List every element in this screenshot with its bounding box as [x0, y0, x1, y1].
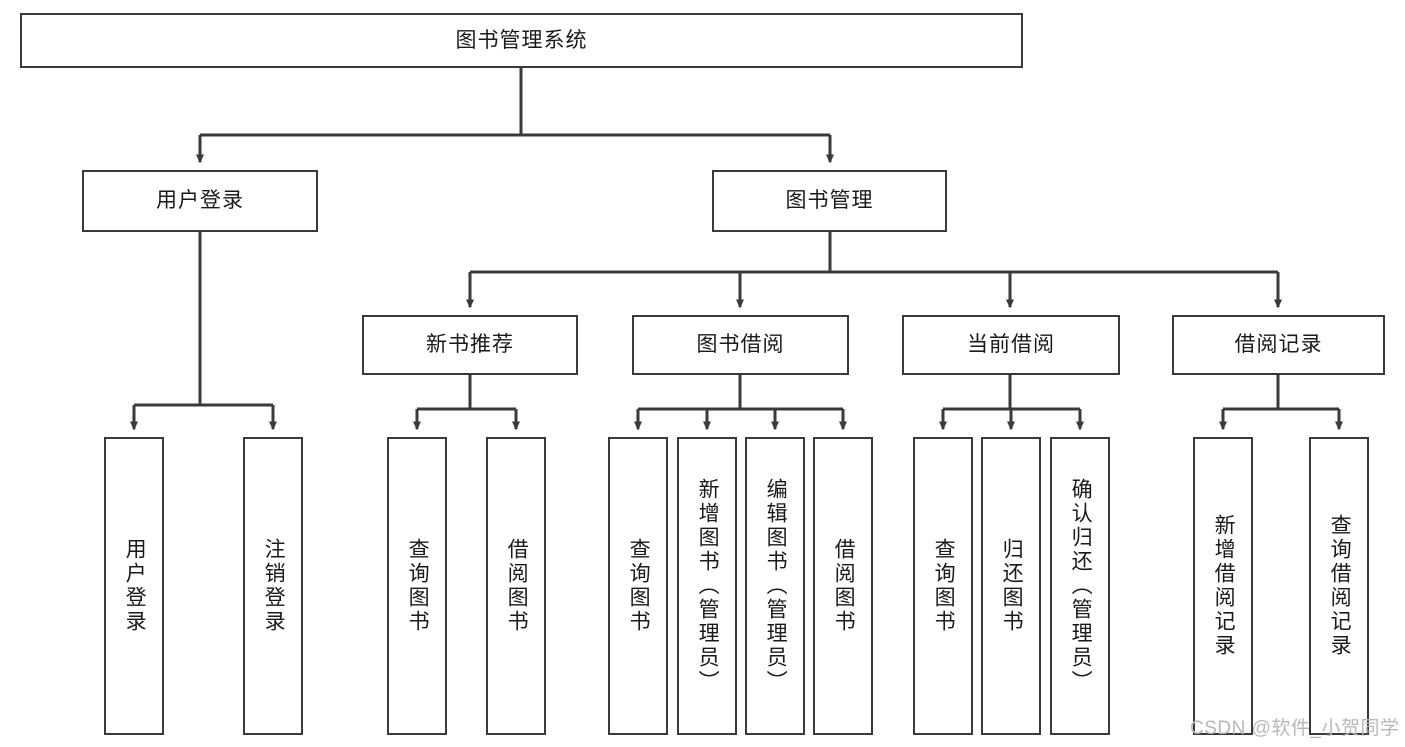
node-leaf-query-book-2[interactable]: 查询图书 — [608, 437, 668, 735]
node-leaf-logout-label: 注销登录 — [262, 538, 286, 634]
node-current-borrow-label: 当前借阅 — [967, 333, 1055, 357]
node-leaf-borrow-book-1[interactable]: 借阅图书 — [486, 437, 546, 735]
node-leaf-query-book-3[interactable]: 查询图书 — [913, 437, 973, 735]
node-new-book-rec[interactable]: 新书推荐 — [362, 315, 578, 375]
node-borrow-record-label: 借阅记录 — [1234, 333, 1323, 357]
node-root-label: 图书管理系统 — [455, 28, 588, 52]
node-leaf-add-record[interactable]: 新增借阅记录 — [1193, 437, 1253, 735]
node-current-borrow[interactable]: 当前借阅 — [902, 315, 1120, 375]
node-new-book-rec-label: 新书推荐 — [426, 333, 514, 357]
node-leaf-edit-book-label: 编辑图书（管理员） — [764, 478, 788, 694]
node-root[interactable]: 图书管理系统 — [20, 13, 1023, 68]
node-leaf-user-login-label: 用户登录 — [123, 538, 147, 634]
node-book-borrow[interactable]: 图书借阅 — [632, 315, 849, 375]
node-leaf-borrow-book-2[interactable]: 借阅图书 — [813, 437, 873, 735]
node-book-manage[interactable]: 图书管理 — [712, 170, 947, 232]
node-leaf-return-book-label: 归还图书 — [1000, 538, 1024, 634]
node-leaf-edit-book[interactable]: 编辑图书（管理员） — [745, 437, 805, 735]
csdn-watermark: CSDN @软件_小贺同学 — [1190, 718, 1400, 739]
node-leaf-return-book[interactable]: 归还图书 — [981, 437, 1041, 735]
node-leaf-logout[interactable]: 注销登录 — [243, 437, 303, 735]
node-leaf-query-book-3-label: 查询图书 — [932, 538, 956, 634]
node-leaf-confirm-return-label: 确认归还（管理员） — [1069, 478, 1093, 694]
node-leaf-query-book-2-label: 查询图书 — [627, 538, 651, 634]
node-leaf-borrow-book-2-label: 借阅图书 — [832, 538, 856, 634]
node-leaf-query-record[interactable]: 查询借阅记录 — [1309, 437, 1369, 735]
node-borrow-record[interactable]: 借阅记录 — [1172, 315, 1385, 375]
node-leaf-user-login[interactable]: 用户登录 — [104, 437, 164, 735]
node-book-borrow-label: 图书借阅 — [696, 333, 785, 357]
node-leaf-query-book-1-label: 查询图书 — [406, 538, 430, 634]
node-user-login-label: 用户登录 — [156, 189, 244, 213]
node-leaf-add-book[interactable]: 新增图书（管理员） — [677, 437, 737, 735]
node-user-login[interactable]: 用户登录 — [82, 170, 318, 232]
node-leaf-borrow-book-1-label: 借阅图书 — [505, 538, 529, 634]
node-book-manage-label: 图书管理 — [785, 189, 874, 213]
node-leaf-add-book-label: 新增图书（管理员） — [696, 478, 720, 694]
node-leaf-query-book-1[interactable]: 查询图书 — [387, 437, 447, 735]
node-leaf-add-record-label: 新增借阅记录 — [1212, 514, 1236, 658]
node-leaf-query-record-label: 查询借阅记录 — [1328, 514, 1352, 658]
node-leaf-confirm-return[interactable]: 确认归还（管理员） — [1050, 437, 1110, 735]
